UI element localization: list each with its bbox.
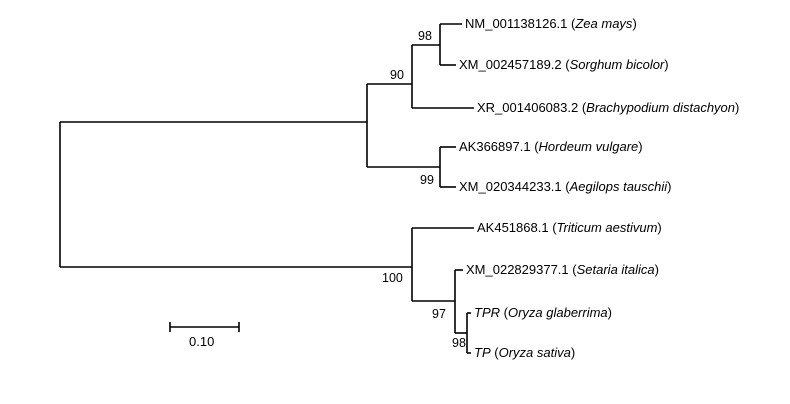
scale-bar-label: 0.10	[189, 334, 214, 349]
leaf-label-zea: NM_001138126.1 (Zea mays)	[465, 16, 637, 31]
leaf-label-sorghum: XM_002457189.2 (Sorghum bicolor)	[459, 57, 669, 72]
bootstrap-97: 97	[432, 307, 446, 321]
tree-branches	[59, 23, 474, 354]
leaf-label-brachypodium: XR_001406083.2 (Brachypodium distachyon)	[477, 100, 739, 115]
leaf-label-hordeum: AK366897.1 (Hordeum vulgare)	[459, 139, 643, 154]
leaf-labels: NM_001138126.1 (Zea mays) XM_002457189.2…	[459, 16, 739, 360]
leaf-label-aegilops: XM_020344233.1 (Aegilops tauschii)	[459, 179, 672, 194]
bootstrap-99: 99	[420, 173, 434, 187]
bootstrap-90: 90	[390, 68, 404, 82]
leaf-label-setaria: XM_022829377.1 (Setaria italica)	[466, 262, 659, 277]
leaf-label-triticum: AK451868.1 (Triticum aestivum)	[477, 220, 662, 235]
scale-bar: 0.10	[169, 322, 240, 349]
bootstrap-100: 100	[382, 271, 403, 285]
bootstrap-values: 98 90 99 100 97 98	[382, 29, 466, 350]
leaf-label-tpr: TPR (Oryza glaberrima)	[474, 305, 612, 320]
bootstrap-98-oryza: 98	[452, 336, 466, 350]
bootstrap-98-zea-sorghum: 98	[418, 29, 432, 43]
leaf-label-tp: TP (Oryza sativa)	[474, 345, 575, 360]
